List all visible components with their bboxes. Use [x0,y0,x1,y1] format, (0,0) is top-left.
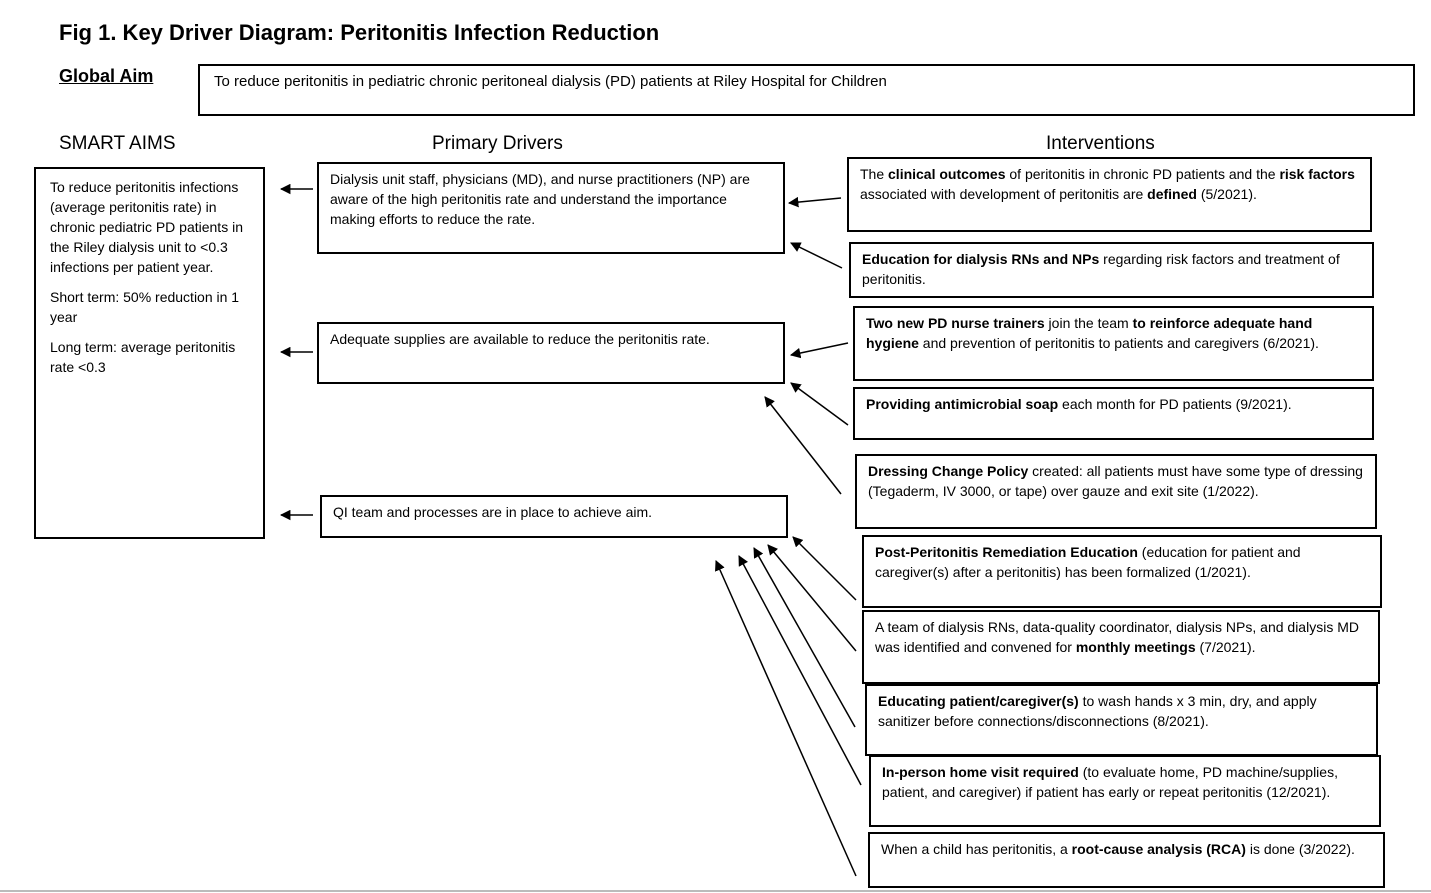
smart-aims-header: SMART AIMS [59,133,176,154]
arrow-intervention-to-driver [790,382,849,426]
arrow-intervention-to-driver [789,342,849,359]
intervention-bold-text: In-person home visit required [882,764,1079,780]
intervention-bold-text: Educating patient/caregiver(s) [878,693,1079,709]
intervention-box: In-person home visit required (to evalua… [869,755,1381,827]
intervention-box: Two new PD nurse trainers join the team … [853,306,1374,381]
smart-aims-box: To reduce peritonitis infections (averag… [34,167,265,539]
intervention-plain-text: (7/2021). [1195,639,1256,655]
arrow-intervention-to-driver [767,544,857,652]
intervention-bold-text: Post-Peritonitis Remediation Education [875,544,1138,560]
intervention-plain-text: The [860,166,889,182]
arrow-intervention-to-driver [792,536,857,601]
intervention-text: A team of dialysis RNs, data-quality coo… [875,619,1359,655]
intervention-bold-text: monthly meetings [1075,639,1196,655]
intervention-text: Post-Peritonitis Remediation Education (… [875,544,1301,580]
intervention-box: Dressing Change Policy created: all pati… [855,454,1377,529]
global-aim-text: To reduce peritonitis in pediatric chron… [214,73,887,90]
smart-aim-long-term: Long term: average peritonitis rate <0.3 [50,339,236,375]
intervention-box: Post-Peritonitis Remediation Education (… [862,535,1382,608]
intervention-box: A team of dialysis RNs, data-quality coo… [862,610,1380,684]
interventions-header: Interventions [1046,133,1155,154]
intervention-bold-text: Education for dialysis RNs and NPs [862,251,1100,267]
intervention-text: When a child has peritonitis, a root-cau… [881,841,1355,857]
intervention-box: Educating patient/caregiver(s) to wash h… [865,684,1378,756]
arrow-intervention-to-driver [764,396,842,495]
intervention-plain-text: (to evaluate home, PD machine/supplies, … [882,764,1338,800]
global-aim-label: Global Aim [59,66,154,86]
primary-driver-text: Dialysis unit staff, physicians (MD), an… [330,171,750,227]
smart-aim-main: To reduce peritonitis infections (averag… [50,179,243,275]
intervention-bold-text: to reinforce adequate hand hygiene [866,315,1313,351]
intervention-bold-text: Two new PD nurse trainers [866,315,1045,331]
primary-driver-awareness: Dialysis unit staff, physicians (MD), an… [317,162,785,254]
global-aim-box: To reduce peritonitis in pediatric chron… [198,64,1415,116]
intervention-plain-text: created: all patients must have some typ… [868,463,1363,499]
intervention-plain-text: of peritonitis in chronic PD patients an… [1005,166,1280,182]
intervention-box: The clinical outcomes of peritonitis in … [847,157,1372,232]
intervention-plain-text: (5/2021). [1196,186,1257,202]
intervention-plain-text: join the team [1044,315,1133,331]
intervention-plain-text: associated with development of peritonit… [860,186,1148,202]
intervention-box: Providing antimicrobial soap each month … [853,387,1374,440]
intervention-plain-text: When a child has peritonitis, a [881,841,1072,857]
intervention-text: Two new PD nurse trainers join the team … [866,315,1319,351]
intervention-text: Dressing Change Policy created: all pati… [868,463,1363,499]
intervention-text: Educating patient/caregiver(s) to wash h… [878,693,1317,729]
intervention-plain-text: to wash hands x 3 min, dry, and apply sa… [878,693,1317,729]
intervention-bold-text: defined [1147,186,1197,202]
primary-driver-text: Adequate supplies are available to reduc… [330,331,710,347]
intervention-bold-text: Providing antimicrobial soap [866,396,1059,412]
intervention-plain-text: each month for PD patients (9/2021). [1058,396,1292,412]
figure-title: Fig 1. Key Driver Diagram: Peritonitis I… [59,20,660,45]
intervention-plain-text: (education for patient and caregiver(s) … [875,544,1301,580]
arrow-intervention-to-driver [753,547,856,728]
intervention-box: Education for dialysis RNs and NPs regar… [849,242,1374,298]
smart-aim-short-term: Short term: 50% reduction in 1 year [50,289,240,325]
intervention-plain-text: is done (3/2022). [1245,841,1355,857]
arrow-intervention-to-driver [738,555,862,786]
intervention-text: Education for dialysis RNs and NPs regar… [862,251,1340,287]
primary-driver-qi-team: QI team and processes are in place to ac… [320,495,788,538]
intervention-plain-text: regarding risk factors and treatment of … [862,251,1340,287]
arrow-intervention-to-driver [790,242,843,269]
intervention-plain-text: A team of dialysis RNs, data-quality coo… [875,619,1359,655]
intervention-text: In-person home visit required (to evalua… [882,764,1338,800]
primary-driver-supplies: Adequate supplies are available to reduc… [317,322,785,384]
intervention-plain-text: and prevention of peritonitis to patient… [918,335,1319,351]
arrow-intervention-to-driver [787,196,842,208]
arrow-intervention-to-driver [715,560,857,877]
intervention-text: The clinical outcomes of peritonitis in … [860,166,1355,202]
primary-driver-text: QI team and processes are in place to ac… [333,504,653,520]
intervention-box: When a child has peritonitis, a root-cau… [868,832,1385,888]
intervention-bold-text: Dressing Change Policy [868,463,1029,479]
page-bottom-rule [0,890,1431,892]
intervention-bold-text: clinical outcomes [888,166,1006,182]
intervention-bold-text: root-cause analysis (RCA) [1071,841,1246,857]
primary-drivers-header: Primary Drivers [432,133,563,154]
intervention-bold-text: risk factors [1279,166,1355,182]
intervention-text: Providing antimicrobial soap each month … [866,396,1292,412]
